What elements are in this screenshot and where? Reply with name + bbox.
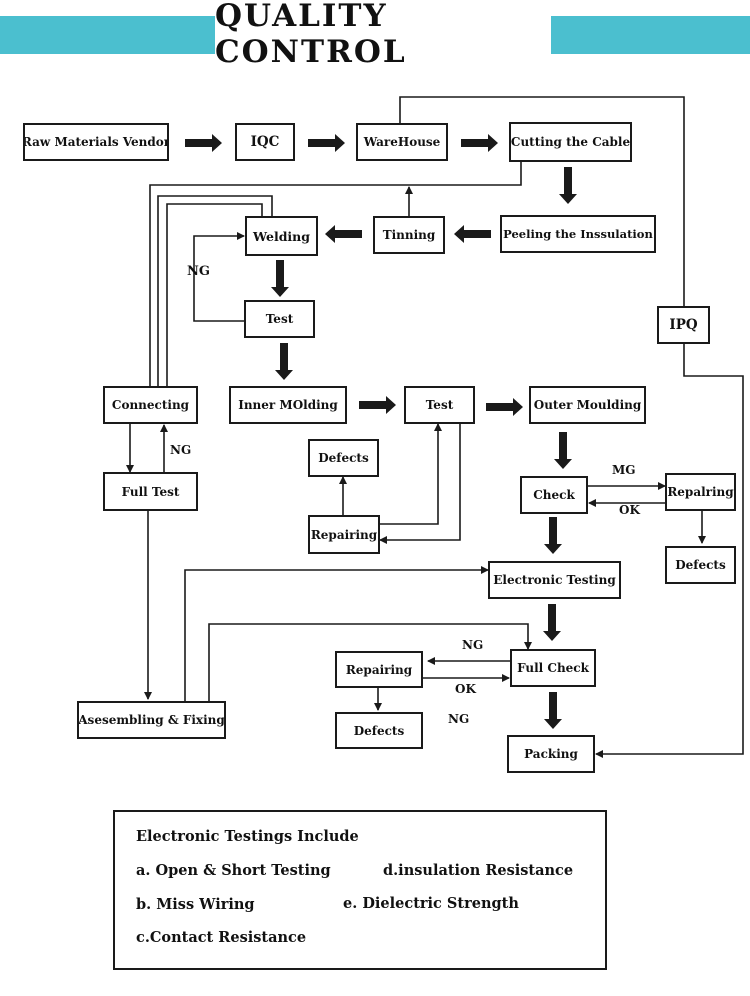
connector-line [193,232,245,322]
connector-line [595,344,744,758]
flow-arrow [308,134,345,152]
node-tinning: Tinning [373,216,445,254]
flow-arrow [559,167,577,204]
flow-arrow [454,225,491,243]
edge-label-mg: MG [612,463,636,477]
flow-arrow [544,517,562,554]
edge-label-ng: NG [170,443,192,457]
edge-label-ng: NG [462,638,484,652]
node-packing: Packing [507,735,595,773]
flow-arrow [461,134,498,152]
node-defects-3: Defects [335,712,423,749]
notes-item-a: a. Open & Short Testing [136,862,331,879]
node-outer-moulding: Outer Moulding [529,386,646,424]
node-repairing-3: Repairing [335,651,423,688]
node-full-test: Full Test [103,472,198,511]
header-bar-left [0,16,216,54]
edge-label-ng: NG [187,264,210,279]
node-warehouse: WareHouse [356,123,448,161]
node-inner-molding: Inner MOlding [229,386,347,424]
flow-arrow [486,398,523,416]
node-full-check: Full Check [510,649,596,687]
connector-line [166,203,263,386]
connector-line [157,195,273,386]
connector-line [208,623,532,701]
node-assembling-fixing: Asesembling & Fixing [77,701,226,739]
flow-arrow [543,604,561,641]
flow-arrow [554,432,572,469]
flow-arrow [325,225,362,243]
connector-line [399,96,685,306]
notes-item-e: e. Dielectric Strength [343,895,519,912]
node-defects-2: Defects [665,546,736,584]
node-check: Check [520,476,588,514]
header-bar-right [550,16,750,54]
node-test-2: Test [404,386,475,424]
flow-arrow [359,396,396,414]
notes-item-d: d.insulation Resistance [383,862,574,879]
edge-label-ng: NG [448,712,470,726]
flow-arrow [185,134,222,152]
node-electronic-testing: Electronic Testing [488,561,621,599]
node-connecting: Connecting [103,386,198,424]
flow-arrow [275,343,293,380]
connector-line [380,423,442,525]
node-repairing-2: Repalring [665,473,736,511]
node-peeling-the-insulation: Peeling the Inssulation [500,215,656,253]
node-cutting-the-cable: Cutting the Cable [509,122,632,162]
flow-arrow [271,260,289,297]
flow-arrow [544,692,562,729]
edge-label-ok: OK [455,682,476,696]
edge-label-ok: OK [619,503,640,517]
notes-item-b: b. Miss Wiring [136,896,255,913]
notes-box: Electronic Testings Include a. Open & Sh… [113,810,607,970]
notes-heading: Electronic Testings Include [136,828,359,845]
node-test-1: Test [244,300,315,338]
node-defects-1: Defects [308,439,379,477]
node-welding: Welding [245,216,318,256]
node-raw-materials-vendor: Raw Materials Vendor [23,123,169,161]
notes-item-c: c.Contact Resistance [136,929,307,946]
connector-line [379,424,461,544]
node-ipq: IPQ [657,306,710,344]
node-repairing-1: Repairing [308,515,380,554]
node-iqc: IQC [235,123,295,161]
connector-line [184,566,489,701]
connector-line [149,162,522,386]
